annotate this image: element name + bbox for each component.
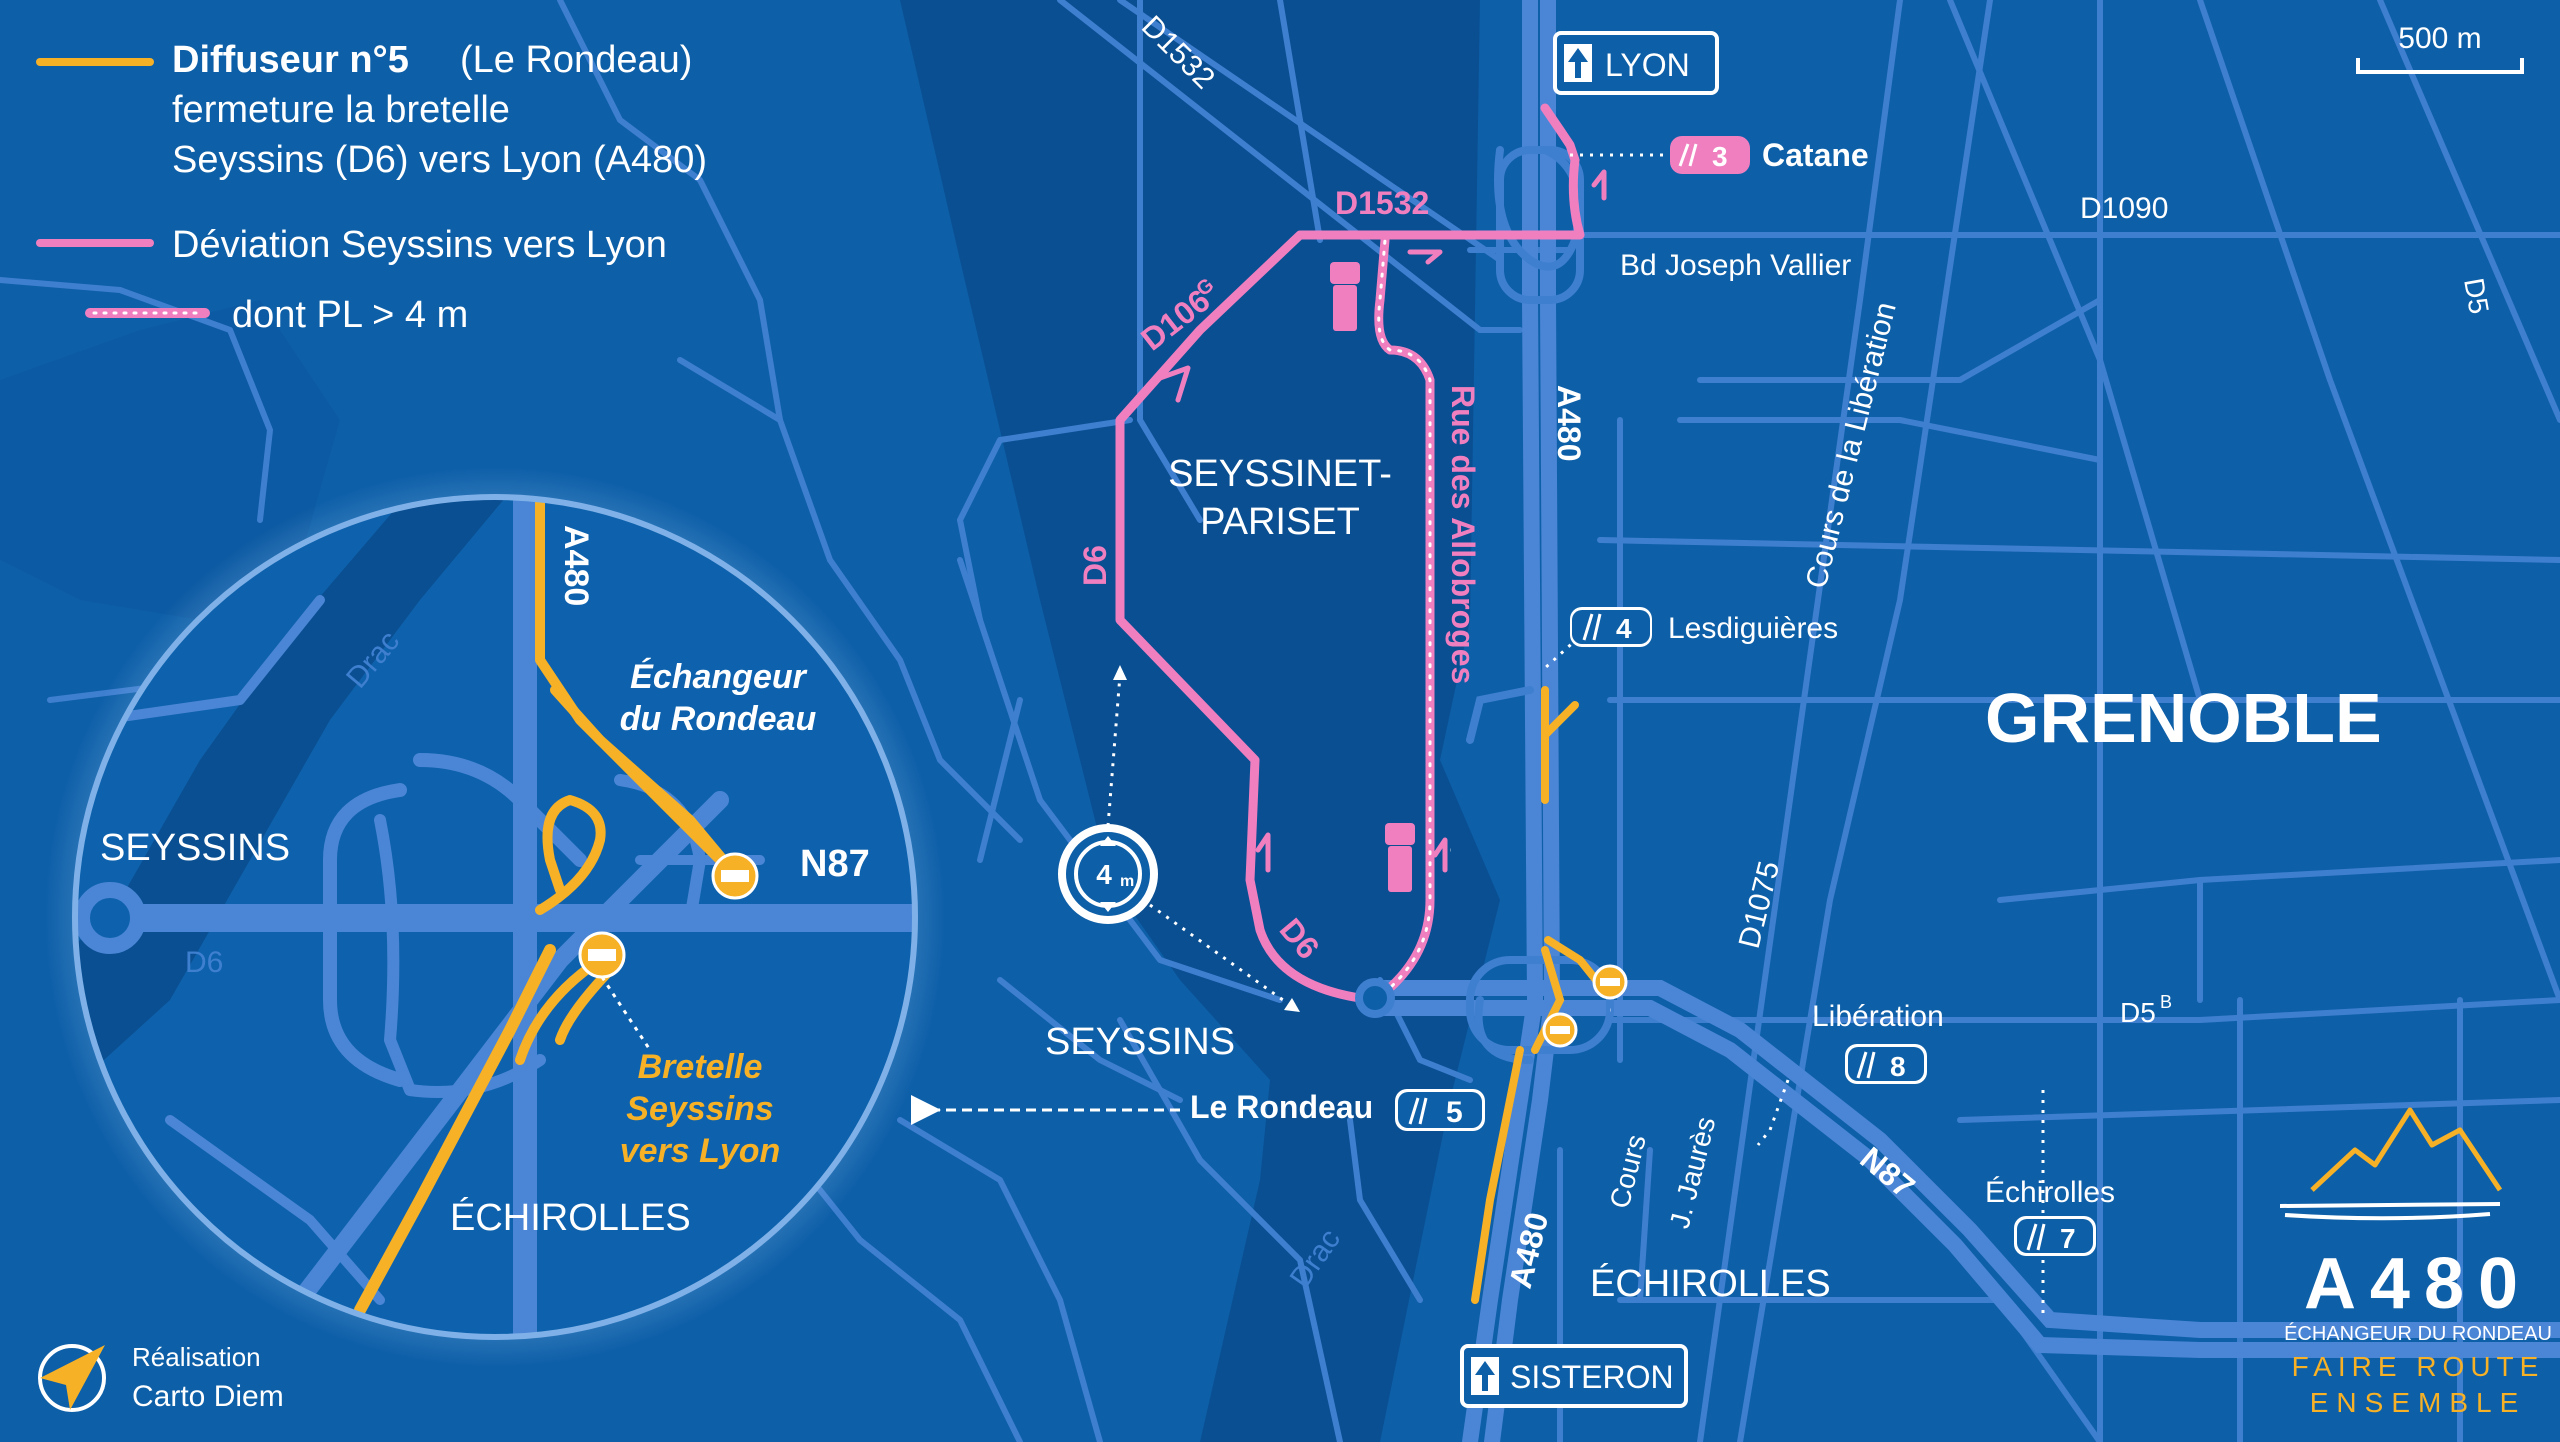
detour-route	[1115, 103, 1585, 1005]
road-swoosh-logo	[2279, 1202, 2501, 1221]
exit-3-name: Catane	[1762, 137, 1869, 173]
exit-3-number: 3	[1712, 141, 1728, 172]
road-d5b: D5	[2120, 997, 2156, 1028]
sign-lyon-label: LYON	[1605, 47, 1690, 83]
exit-5-number: 5	[1446, 1096, 1463, 1129]
scale-bar	[2356, 58, 2524, 74]
place-grenoble: GRENOBLE	[1985, 679, 2382, 757]
inset-ramp-2: Seyssins	[626, 1090, 773, 1128]
exit-motorway-icons	[1408, 143, 2046, 1251]
inset-border	[72, 494, 918, 1340]
rondeau-roundabout	[1355, 978, 1395, 1018]
inset-map	[75, 497, 915, 1337]
exit-4-number: 4	[1616, 613, 1632, 644]
inset-d6: D6	[185, 946, 223, 979]
place-seyssins: SEYSSINS	[1045, 1021, 1235, 1063]
legend-closure-line2: fermeture la bretelle	[172, 89, 510, 131]
inset-seyssins: SEYSSINS	[100, 827, 290, 869]
inset-echirolles: ÉCHIROLLES	[450, 1196, 691, 1239]
road-a480-north: A480	[1551, 385, 1587, 462]
credit-line1: Réalisation	[132, 1342, 261, 1372]
brand-slogan-1: FAIRE ROUTE	[2292, 1351, 2545, 1382]
road-rue-allobroges: Rue des Allobroges	[1445, 385, 1481, 684]
road-d5: D5	[2458, 276, 2495, 317]
legend-closure-title: Diffuseur n°5	[172, 39, 409, 81]
height-arrows	[1113, 665, 1300, 1012]
brand-subtitle: ÉCHANGEUR DU RONDEAU	[2284, 1322, 2552, 1345]
exit-8-name: Libération	[1812, 1000, 1944, 1033]
sign-sisteron	[1460, 1344, 1688, 1408]
exit-8-number: 8	[1890, 1051, 1906, 1082]
inset-interchange-1: Échangeur	[630, 658, 807, 696]
height-limit-icon	[1058, 824, 1158, 924]
road-d1090: D1090	[2080, 192, 2168, 225]
road-bd-vallier: Bd Joseph Vallier	[1620, 249, 1851, 282]
inset-interchange-2: du Rondeau	[620, 700, 817, 738]
inset-closure-icon	[578, 852, 759, 979]
carto-diem-logo	[38, 1344, 106, 1412]
inset-ramp-3: vers Lyon	[620, 1132, 781, 1170]
legend-closure-line3: Seyssins (D6) vers Lyon (A480)	[172, 139, 707, 181]
truck-icon	[1330, 262, 1415, 892]
brand-title: A480	[2304, 1244, 2532, 1324]
road-d5b-sup: B	[2160, 992, 2172, 1012]
inset-ramp-1: Bretelle	[638, 1048, 763, 1086]
height-limit-value: 4	[1096, 859, 1112, 890]
exit-7-name: Échirolles	[1985, 1176, 2115, 1209]
inset-a480: A480	[557, 525, 595, 606]
place-echirolles: ÉCHIROLLES	[1590, 1262, 1831, 1305]
direction-arrows	[1157, 169, 1607, 873]
inset-n87: N87	[800, 843, 870, 885]
height-limit-unit: m	[1120, 873, 1134, 890]
road-d6-north: D6	[1077, 545, 1113, 586]
road-cours-jaures-2: J. Jaurès	[1664, 1114, 1722, 1232]
exit-5-name: Le Rondeau	[1190, 1089, 1373, 1125]
scale-label: 500 m	[2398, 22, 2481, 55]
place-seyssinet-line2: PARISET	[1200, 501, 1360, 543]
closure-icon	[1542, 964, 1628, 1048]
height-callout-lines	[1106, 153, 2045, 1320]
mountain-logo	[2310, 1107, 2503, 1192]
a480-motorway	[1362, 0, 2560, 1442]
legend-detour: Déviation Seyssins vers Lyon	[172, 224, 667, 266]
sign-lyon	[1553, 31, 1719, 95]
legend-closure-suffix: (Le Rondeau)	[460, 39, 692, 81]
place-seyssinet-line1: SEYSSINET-	[1168, 453, 1392, 495]
brand-slogan-2: ENSEMBLE	[2310, 1387, 2527, 1418]
exit-7-number: 7	[2060, 1223, 2076, 1254]
legend-swatches	[36, 58, 210, 318]
road-d1532-pink: D1532	[1335, 185, 1429, 221]
legend-truck: dont PL > 4 m	[232, 294, 468, 336]
credit-line2: Carto Diem	[132, 1380, 284, 1413]
exit-4-name: Lesdiguières	[1668, 612, 1838, 645]
sign-sisteron-label: SISTERON	[1510, 1359, 1674, 1395]
